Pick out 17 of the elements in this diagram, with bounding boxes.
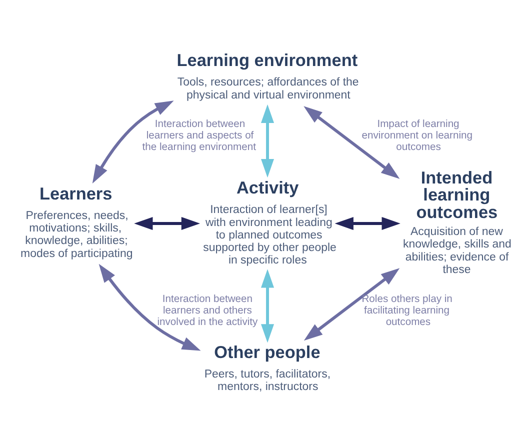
node-text: Intended learning outcomes Acquisition of new knowledge, skills and abilities; evidence of these: [403, 166, 512, 276]
arrow: [304, 268, 400, 340]
arrow: [304, 106, 400, 178]
arrow: [98, 263, 201, 350]
node-text: Activity Interaction of learner[s] with environment leading to planned outcomes supported by other people in specific roles: [203, 177, 336, 266]
edge-label: Interaction between learners and aspects of the learning environment: [142, 118, 256, 153]
node-text: Other people Peers, tutors, facilitators, mentors, instructors: [204, 341, 331, 393]
node-text: Learners Preferences, needs, motivations; skills, knowledge, abilities; modes of participating: [20, 182, 133, 260]
node-text: Learning environment Tools, resources; affordances of the physical and virtual environment: [176, 50, 359, 101]
edge-label: Roles others play in facilitating learning outcomes: [362, 293, 452, 328]
arrow: [92, 100, 174, 183]
edge-label: Impact of learning environment on learning outcomes: [362, 118, 473, 153]
edge-label: Interaction between learners and others involved in the activity: [157, 293, 258, 328]
arrow: [260, 104, 274, 178]
arrow: [134, 216, 200, 230]
arrow: [260, 268, 274, 342]
arrow: [334, 216, 400, 230]
